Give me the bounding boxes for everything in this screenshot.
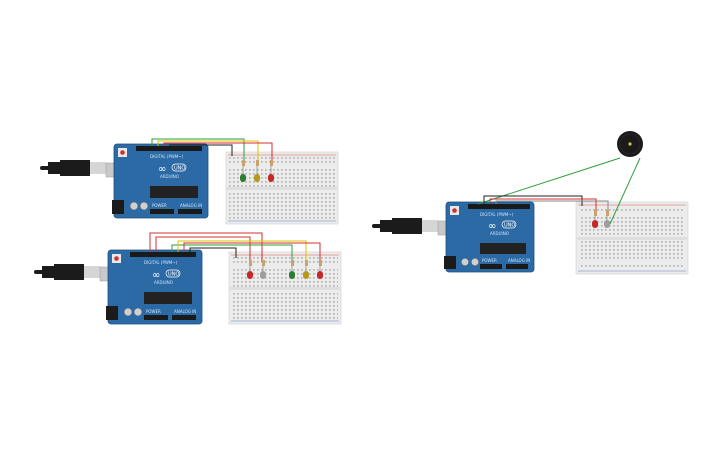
wire-green[interactable]: [151, 138, 245, 160]
wires-circuit-3[interactable]: [477, 157, 641, 225]
wires-circuit-1[interactable]: [151, 138, 273, 160]
led-green[interactable]: [289, 271, 295, 279]
resistor[interactable]: [594, 210, 597, 216]
led-yellow[interactable]: [303, 271, 309, 279]
wire-red[interactable]: [183, 242, 321, 262]
usb-cable-1[interactable]: [40, 160, 131, 178]
parts-circuit-3[interactable]: [592, 131, 643, 228]
board-3-digital-label: DIGITAL (PWM~): [480, 212, 514, 217]
wire-green[interactable]: [477, 157, 621, 205]
board-1-digital-label: DIGITAL (PWM~): [150, 154, 184, 159]
board-3-analog-label: ANALOG IN: [508, 258, 530, 263]
board-3-power-label: POWER: [482, 258, 497, 263]
board-2-analog-label: ANALOG IN: [174, 309, 196, 314]
leds-circuit-1[interactable]: [240, 160, 274, 182]
led-red[interactable]: [268, 174, 274, 182]
wire-red[interactable]: [489, 198, 597, 212]
resistor[interactable]: [291, 260, 294, 266]
wire-yellow[interactable]: [157, 140, 259, 160]
resistor[interactable]: [249, 260, 252, 266]
wire-red[interactable]: [163, 142, 273, 160]
arduino-board-3[interactable]: DIGITAL (PWM~) ∞ UNO ARDUINO POWER ANALO…: [372, 201, 535, 273]
arduino-board-1[interactable]: DIGITAL (PWM~) ∞ UNO ARDUINO POWER ANALO…: [40, 143, 209, 219]
breadboard-2[interactable]: [228, 251, 342, 325]
led-gray[interactable]: [604, 220, 610, 228]
wire-red[interactable]: [155, 236, 251, 262]
board-3-brand-label: ARDUINO: [490, 231, 509, 236]
board-2-power-label: POWER: [146, 309, 161, 314]
infinity-icon: ∞: [158, 164, 166, 175]
board-1-brand-label: ARDUINO: [160, 174, 179, 179]
resistor[interactable]: [262, 260, 265, 266]
wires-circuit-2[interactable]: [149, 232, 321, 262]
board-1-analog-label: ANALOG IN: [180, 203, 202, 208]
resistor[interactable]: [319, 260, 322, 266]
infinity-icon: ∞: [488, 221, 496, 232]
leds-circuit-2[interactable]: [247, 260, 323, 279]
wire-black[interactable]: [189, 247, 237, 258]
wire-gray[interactable]: [495, 200, 609, 212]
breadboard-1[interactable]: [225, 151, 339, 225]
arduino-board-2[interactable]: DIGITAL (PWM~) ∞ UNO ARDUINO POWER ANALO…: [34, 249, 203, 325]
board-3-model-label: UNO: [504, 223, 515, 229]
led-yellow[interactable]: [254, 174, 260, 182]
led-green[interactable]: [240, 174, 246, 182]
led-red[interactable]: [247, 271, 253, 279]
wire-red[interactable]: [149, 232, 263, 262]
board-1-model-label: UNO: [174, 166, 185, 172]
resistor[interactable]: [256, 160, 259, 166]
wire-black[interactable]: [169, 144, 233, 156]
board-2-brand-label: ARDUINO: [154, 280, 173, 285]
board-2-model-label: UNO: [168, 272, 179, 278]
infinity-icon: ∞: [152, 270, 160, 281]
resistor[interactable]: [305, 260, 308, 266]
resistor[interactable]: [270, 160, 273, 166]
wire-green[interactable]: [609, 157, 641, 225]
wire-green[interactable]: [171, 244, 293, 262]
led-red[interactable]: [592, 220, 598, 228]
breadboard-3[interactable]: [575, 201, 689, 275]
board-1-power-label: POWER: [152, 203, 167, 208]
resistor[interactable]: [606, 210, 609, 216]
board-2-digital-label: DIGITAL (PWM~): [144, 260, 178, 265]
buzzer[interactable]: [617, 131, 643, 157]
led-red[interactable]: [317, 271, 323, 279]
resistor[interactable]: [242, 160, 245, 166]
led-gray[interactable]: [260, 271, 266, 279]
wire-yellow[interactable]: [177, 240, 307, 262]
